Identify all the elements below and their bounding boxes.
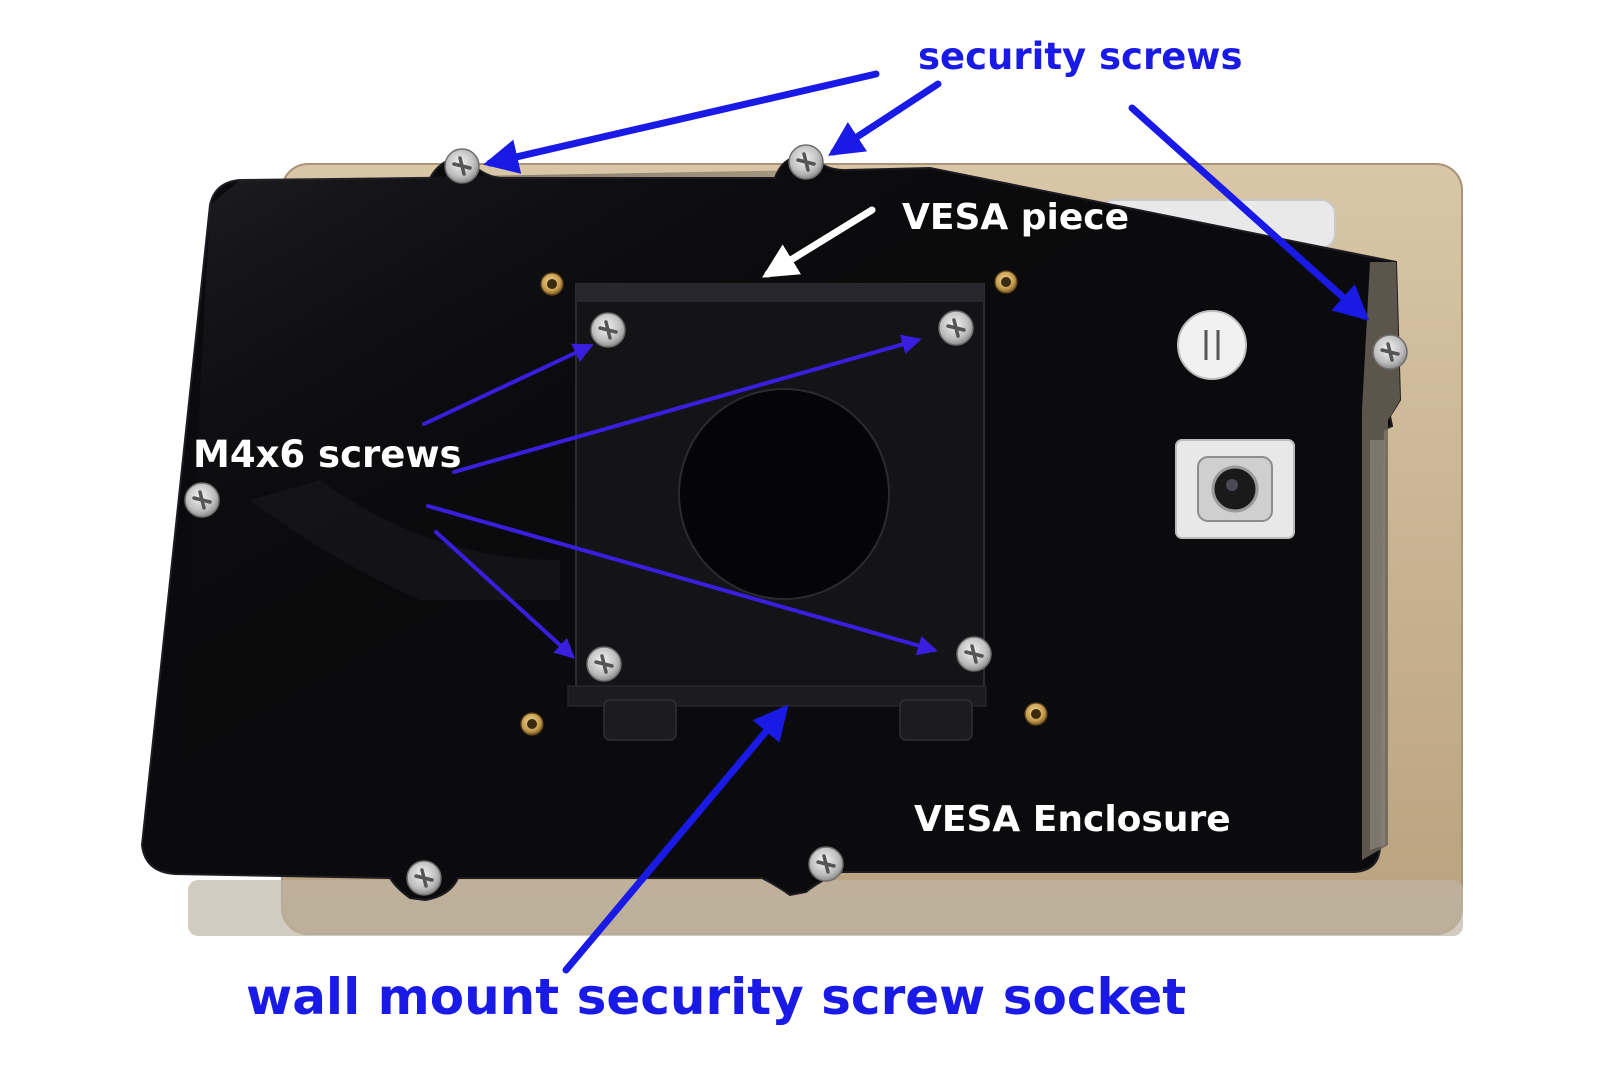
m4x6-arrows bbox=[422, 334, 938, 659]
arrow-m4-bottom-right bbox=[426, 504, 938, 656]
arrow-security-right bbox=[1128, 104, 1370, 321]
arrow-m4-top-left bbox=[422, 343, 594, 426]
arrow-security-left bbox=[483, 70, 880, 174]
arrow-wall-mount-socket bbox=[562, 704, 789, 974]
security-screw-arrows bbox=[483, 70, 1370, 321]
arrow-vesa-piece bbox=[762, 206, 876, 278]
arrow-m4-top-right bbox=[452, 334, 922, 474]
camera-window bbox=[1175, 439, 1295, 539]
vesa-plate bbox=[567, 283, 987, 741]
arrow-security-middle bbox=[828, 80, 942, 156]
arrow-m4-bottom-left bbox=[434, 530, 575, 659]
label-m4x6-screws: M4x6 screws bbox=[193, 433, 462, 476]
label-vesa-enclosure: VESA Enclosure bbox=[914, 799, 1231, 840]
label-wall-mount-socket: wall mount security screw socket bbox=[246, 968, 1187, 1026]
button-hole bbox=[1177, 310, 1247, 380]
label-security-screws: security screws bbox=[918, 35, 1243, 78]
label-vesa-piece: VESA piece bbox=[902, 197, 1130, 238]
